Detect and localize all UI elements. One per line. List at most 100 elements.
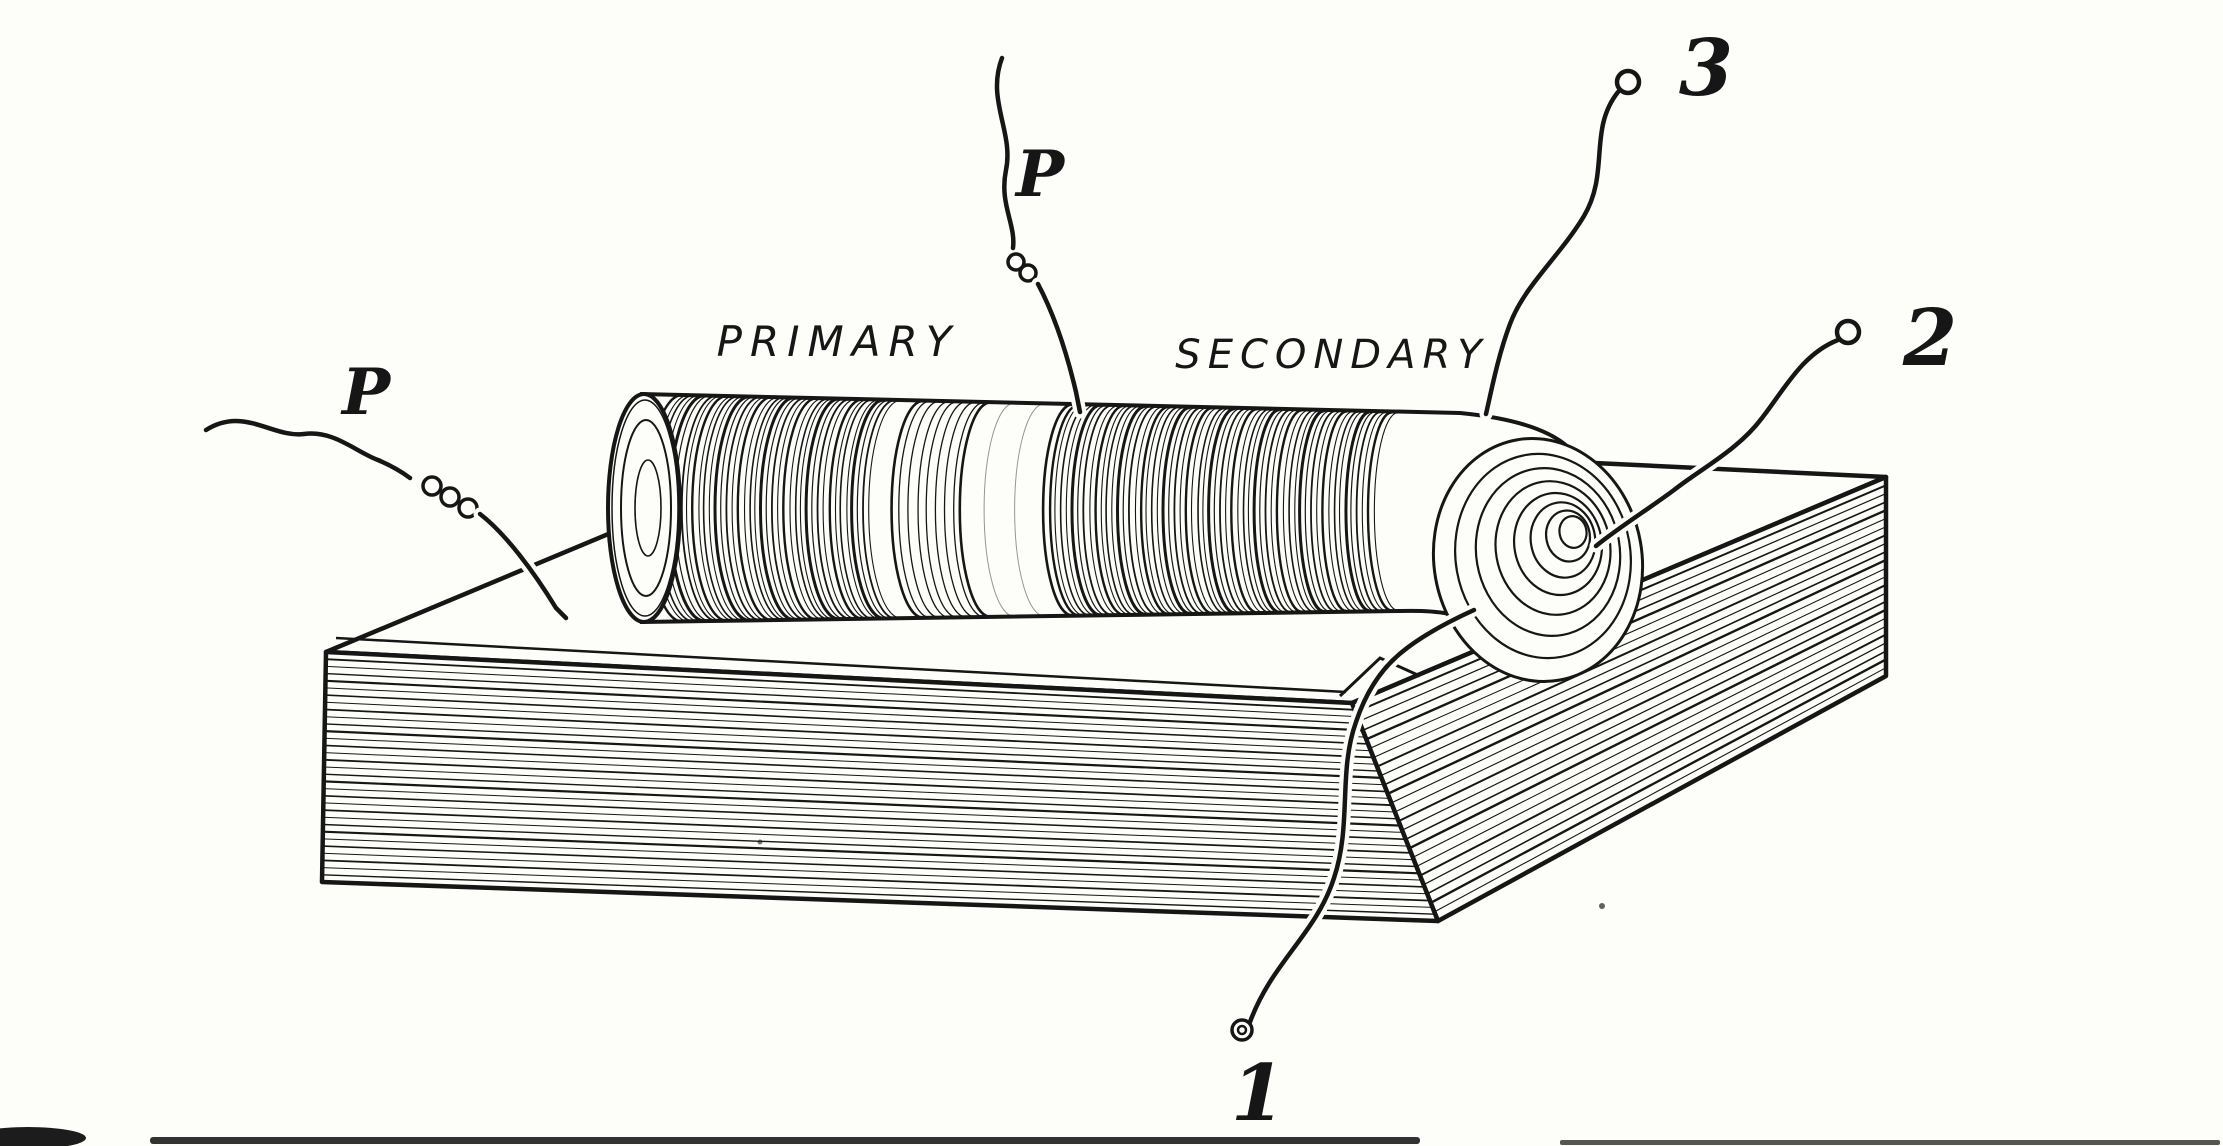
hatch-line bbox=[1430, 658, 1887, 904]
terminal-1-curl-center bbox=[1236, 1024, 1248, 1036]
hatch-line bbox=[322, 867, 1433, 908]
coil-left-end-cap bbox=[606, 392, 682, 624]
winding-turn bbox=[1054, 404, 1084, 616]
wire-p-left-curl bbox=[457, 497, 479, 519]
winding-turn bbox=[1122, 406, 1151, 615]
winding-turn bbox=[731, 396, 767, 621]
hatch-line bbox=[325, 694, 1369, 745]
winding-turn bbox=[1202, 407, 1230, 614]
ink-speck bbox=[1599, 903, 1605, 909]
ink-speck bbox=[757, 839, 763, 845]
winding-turn bbox=[1128, 405, 1157, 615]
hatch-line bbox=[325, 658, 1355, 711]
winding-turn bbox=[1361, 411, 1387, 612]
hatch-line bbox=[1369, 517, 1887, 749]
winding-turn bbox=[1116, 405, 1146, 616]
winding-turn bbox=[1094, 404, 1124, 616]
winding-turn bbox=[925, 401, 958, 618]
coil bbox=[606, 392, 1645, 683]
winding-turn bbox=[958, 401, 991, 618]
wire-terminal-3 bbox=[1479, 68, 1642, 421]
coil-left-end-inner-ring bbox=[620, 419, 672, 597]
winding-turn bbox=[868, 399, 901, 619]
hatch-line bbox=[323, 809, 1412, 854]
winding-turn bbox=[1338, 411, 1364, 612]
hatch-line bbox=[322, 852, 1428, 895]
winding-turn bbox=[789, 397, 823, 620]
winding-turn bbox=[1100, 405, 1129, 616]
winding-turn bbox=[1355, 411, 1381, 612]
winding-turn bbox=[1373, 412, 1398, 611]
winding-turn bbox=[771, 397, 806, 621]
hatch-line bbox=[1426, 650, 1887, 895]
hatch-line bbox=[323, 795, 1406, 841]
wire-1-path bbox=[1247, 607, 1477, 1025]
winding-turn bbox=[1014, 403, 1045, 617]
scan-artifacts bbox=[0, 839, 2220, 1146]
primary-label: PRIMARY bbox=[717, 317, 960, 366]
hatch-line bbox=[325, 679, 1363, 732]
terminal-2-label: 2 bbox=[1902, 293, 1957, 384]
winding-turn bbox=[834, 399, 867, 620]
hatch-line bbox=[325, 665, 1358, 718]
winding-turn bbox=[1077, 404, 1107, 616]
hatch-line bbox=[324, 716, 1377, 765]
winding-turn bbox=[1070, 403, 1101, 617]
hatch-line bbox=[1419, 633, 1887, 877]
hatch-line bbox=[1391, 567, 1887, 804]
hatch-line bbox=[322, 859, 1430, 902]
secondary-label: SECONDARY bbox=[1175, 332, 1488, 378]
winding-turn bbox=[1242, 408, 1269, 614]
wire-p-top bbox=[990, 51, 1087, 419]
winding-turn bbox=[1082, 404, 1112, 616]
winding-turn bbox=[856, 399, 890, 619]
coil-left-end-core-ring bbox=[634, 459, 662, 557]
wire-p-top-path bbox=[994, 55, 1016, 251]
winding-turn bbox=[1366, 411, 1392, 612]
winding-turn bbox=[934, 401, 967, 618]
winding-turn bbox=[736, 396, 772, 622]
winding-turn bbox=[1252, 408, 1280, 614]
wire-p-top-path bbox=[1035, 281, 1083, 415]
hatch-line bbox=[323, 802, 1409, 847]
winding-turn bbox=[1264, 409, 1291, 613]
coil-end-spiral bbox=[1431, 437, 1645, 683]
wire-terminal-1 bbox=[1230, 603, 1481, 1042]
winding-turn bbox=[1350, 411, 1375, 612]
hatch-line bbox=[1434, 667, 1887, 913]
winding-turn bbox=[1041, 403, 1073, 617]
winding-turn bbox=[799, 398, 834, 620]
scan-smudge-bottom-left bbox=[0, 1127, 86, 1146]
hatch-line bbox=[1387, 558, 1887, 795]
winding-turn bbox=[1156, 406, 1185, 615]
winding-turn bbox=[1275, 409, 1303, 614]
winding-turn bbox=[1237, 408, 1263, 614]
labels: PRIMARY SECONDARY P P 3 2 1 bbox=[340, 23, 1957, 1139]
hatch-line bbox=[322, 838, 1422, 881]
hatch-line bbox=[323, 816, 1414, 861]
winding-turn bbox=[1134, 406, 1163, 615]
winding-turn bbox=[953, 401, 985, 618]
winding-turn bbox=[804, 397, 839, 621]
winding-turn bbox=[983, 402, 1015, 617]
hatch-line bbox=[323, 773, 1398, 820]
wire-terminal-2 bbox=[1589, 318, 1862, 553]
winding-turn bbox=[890, 399, 923, 619]
hatch-line bbox=[1405, 600, 1887, 841]
winding-turn bbox=[1225, 408, 1252, 614]
hatch-line bbox=[324, 758, 1393, 807]
wire-p-left-curl bbox=[421, 475, 443, 497]
winding-turn bbox=[1184, 406, 1213, 615]
hatch-line bbox=[1380, 542, 1887, 777]
winding-turn bbox=[1316, 410, 1342, 612]
winding-turn bbox=[765, 397, 800, 621]
wire-p-left-path bbox=[203, 418, 413, 481]
winding-turn bbox=[1219, 408, 1247, 614]
hatch-line bbox=[1398, 583, 1887, 822]
wire-p-left-path bbox=[477, 511, 569, 621]
hatch-line bbox=[1408, 608, 1887, 850]
winding-turn bbox=[1259, 409, 1286, 613]
scan-edge-line-right bbox=[1560, 1140, 2220, 1145]
